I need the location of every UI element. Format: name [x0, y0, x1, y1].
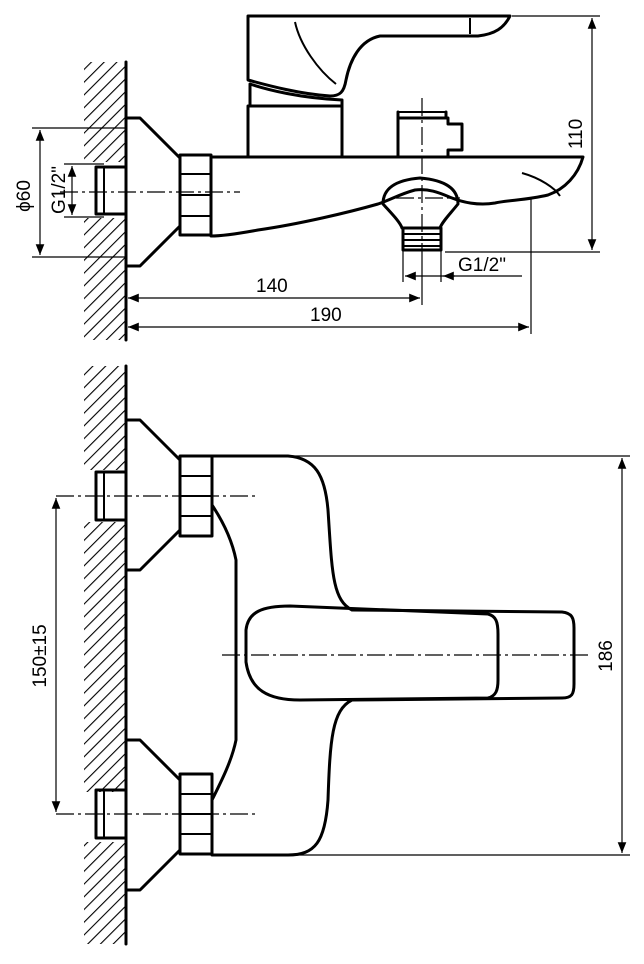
wall-hatch-lower — [84, 218, 126, 340]
lever-handle-side — [246, 14, 512, 98]
side-view: ϕ60 G1/2" 110 G1/2" 140 190 — [14, 14, 600, 342]
cartridge-housing — [246, 104, 344, 159]
diverter-knob-top — [396, 110, 448, 120]
dim-center-distance-label: 150±15 — [30, 624, 51, 687]
dim-diameter-label: ϕ60 — [14, 180, 35, 212]
top-view: 150±15 186 — [30, 364, 630, 946]
wall-hatch-top-1 — [84, 366, 126, 470]
wall-hatch-upper — [84, 62, 126, 162]
wall-pipe-stub — [94, 165, 128, 216]
dim-height-label: 110 — [566, 119, 587, 149]
upper-escutcheon — [124, 418, 182, 572]
dim-outlet-thread-label: G1/2" — [458, 255, 506, 276]
lever-handle-top — [244, 604, 500, 702]
spout-tip-curve — [521, 172, 561, 197]
wall-hatch-top-2 — [84, 522, 126, 792]
dim-total-length-label: 190 — [310, 305, 342, 326]
cartridge-collar — [248, 82, 344, 108]
dim-wall-thread-label: G1/2" — [49, 166, 70, 214]
mixer-body-side — [209, 155, 585, 238]
dim-width-label: 186 — [596, 640, 617, 672]
lever-handle-curve — [294, 21, 337, 85]
diverter-knob — [396, 116, 464, 159]
lower-escutcheon — [124, 738, 182, 892]
dim-spout-reach-label: 140 — [256, 276, 288, 297]
outlet-fitting — [381, 176, 460, 230]
wall-hatch-top-3 — [84, 842, 126, 944]
